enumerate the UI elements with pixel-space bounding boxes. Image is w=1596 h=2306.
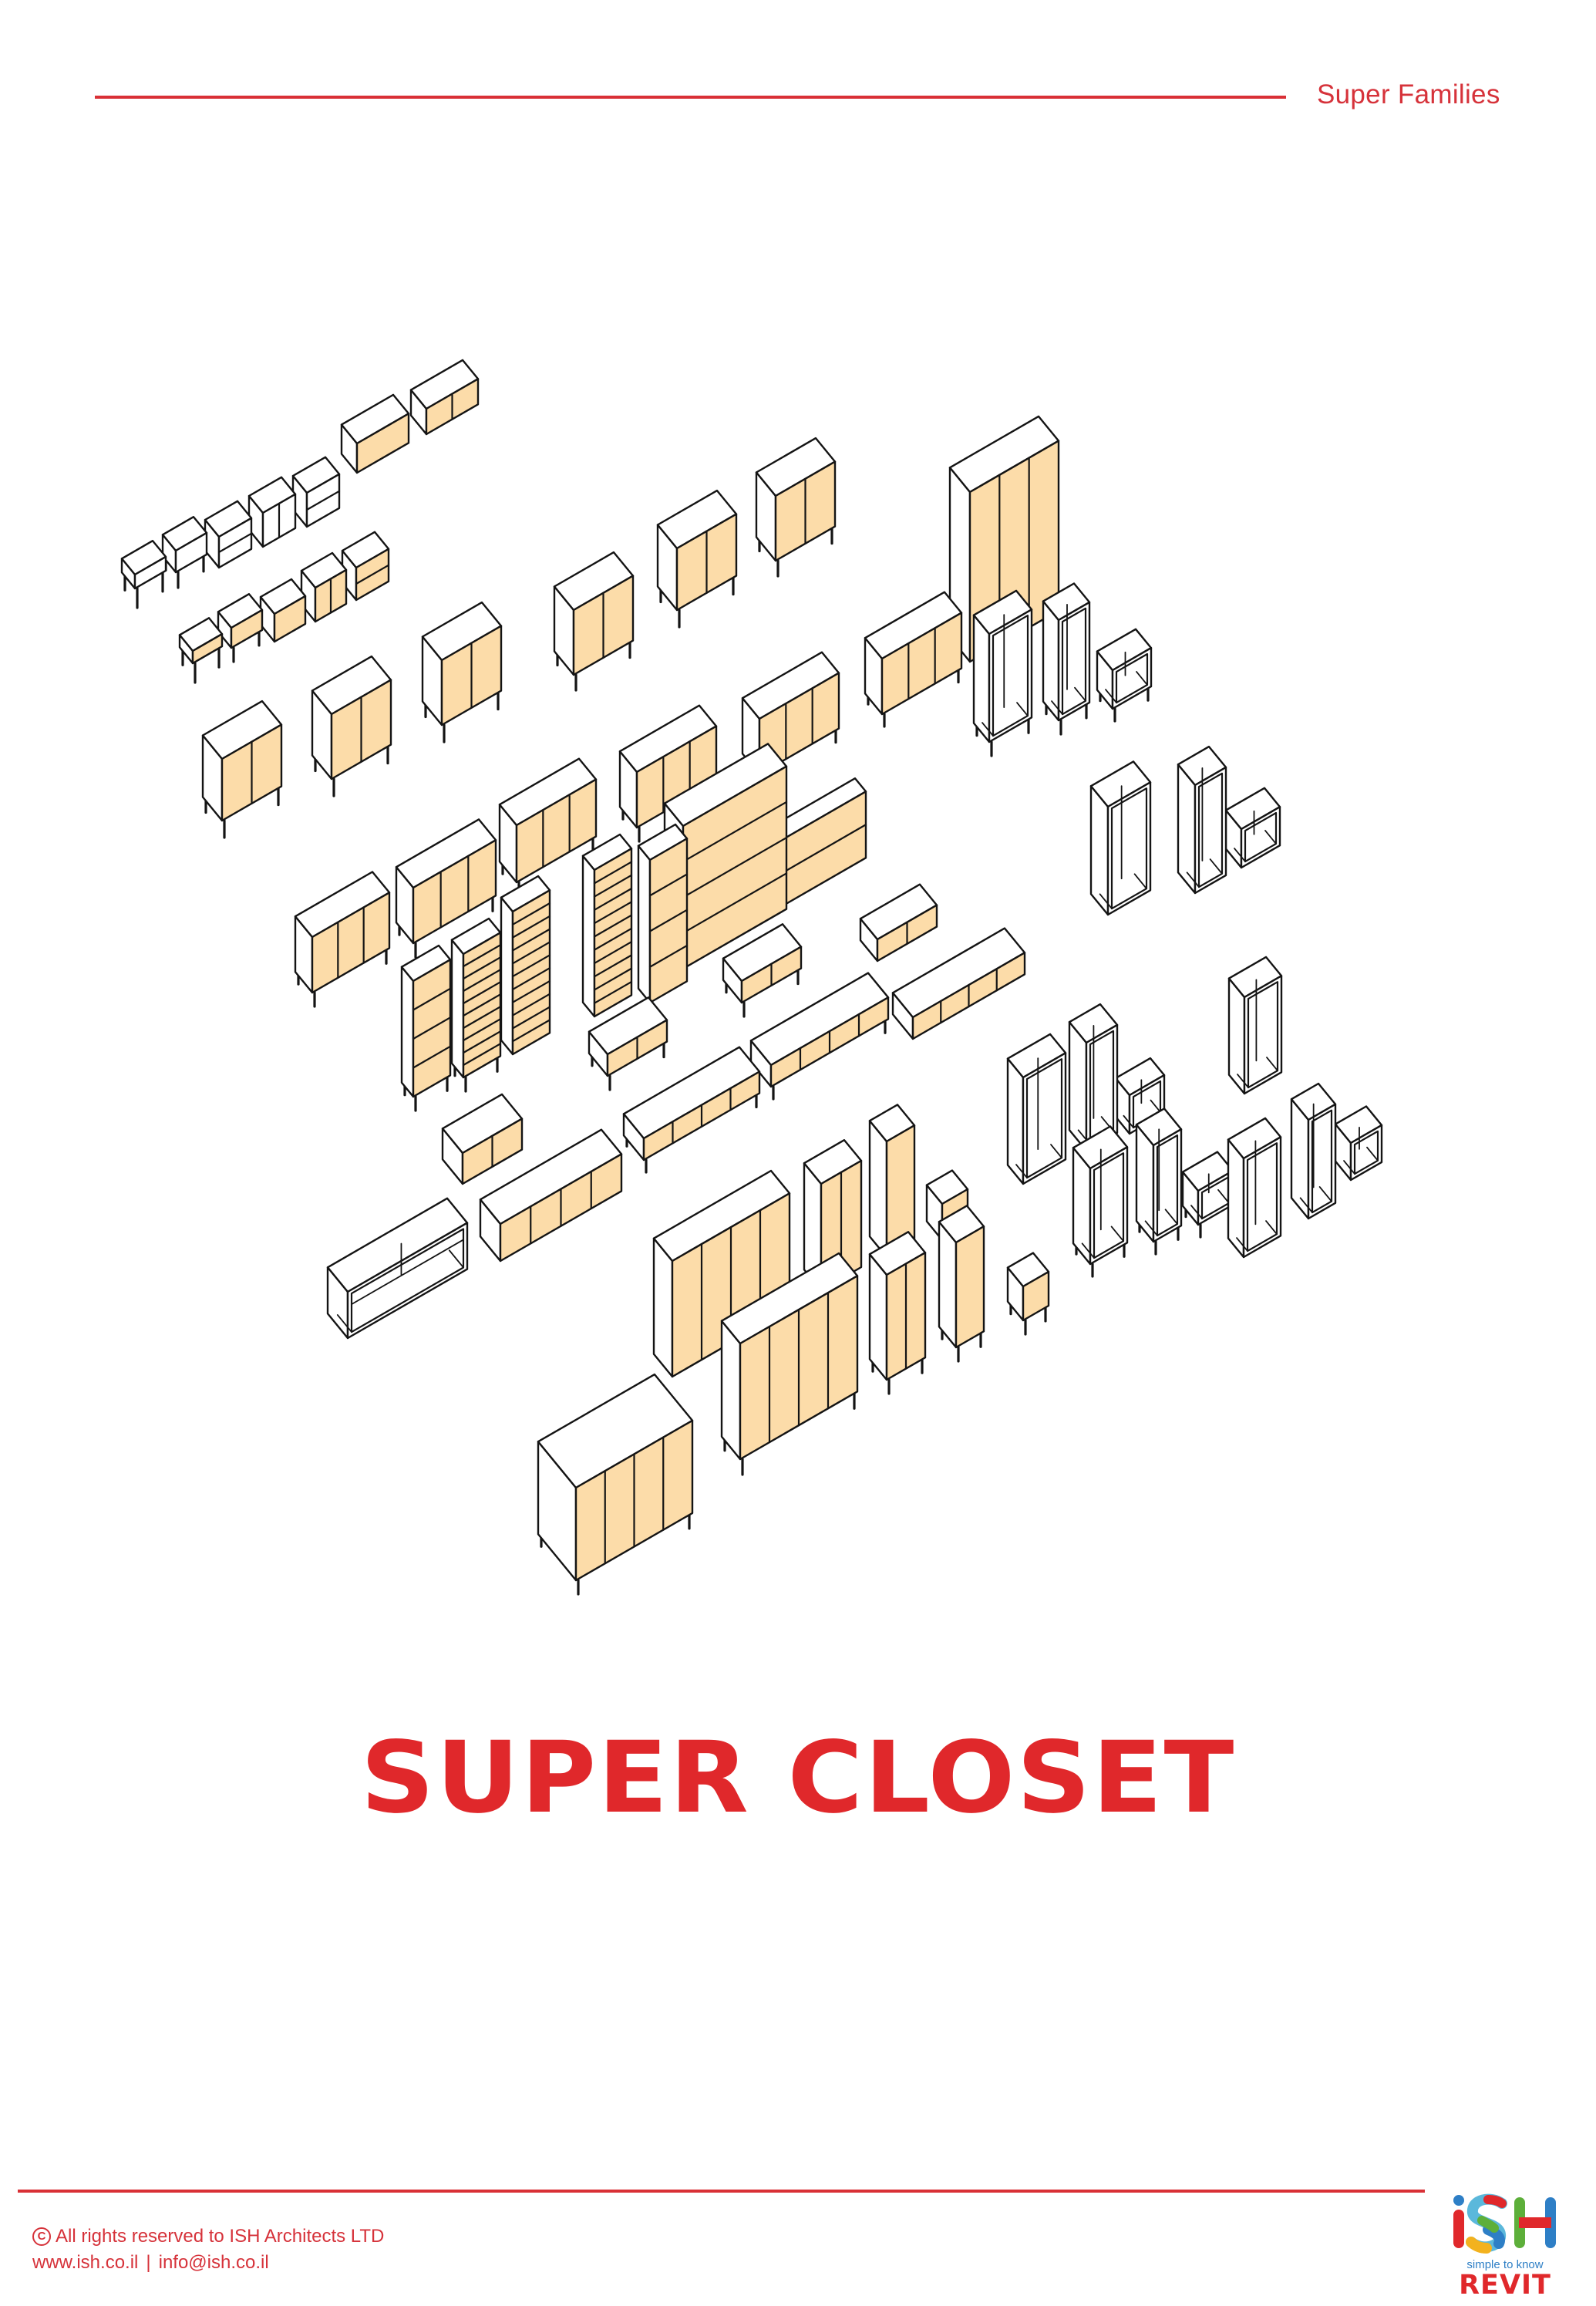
furniture-item xyxy=(161,516,208,589)
furniture-item xyxy=(722,923,803,1018)
header-divider xyxy=(95,96,1286,99)
furniture-item xyxy=(581,833,633,1018)
furniture-item xyxy=(326,1197,469,1340)
furniture-item xyxy=(537,1373,694,1596)
furniture-item xyxy=(1068,1003,1119,1152)
furniture-item xyxy=(421,601,503,743)
furniture-item xyxy=(178,617,224,684)
furniture-item xyxy=(291,456,341,528)
furniture-item xyxy=(311,655,392,797)
furniture-item xyxy=(1072,1125,1129,1278)
furniture-item xyxy=(400,944,452,1112)
furniture-item xyxy=(498,757,598,898)
furniture-item xyxy=(341,531,390,602)
furniture-item xyxy=(622,1046,761,1174)
furniture-item xyxy=(450,917,502,1093)
furniture-item xyxy=(749,972,890,1101)
furniture-item xyxy=(340,393,410,474)
furniture-item xyxy=(637,823,689,1004)
logo-tagline: simple to know xyxy=(1466,2258,1544,2271)
furniture-item xyxy=(120,540,167,609)
footer-divider xyxy=(18,2190,1425,2193)
copyright-icon: C xyxy=(32,2227,51,2246)
footer-contact: www.ish.co.il | info@ish.co.il xyxy=(32,2252,269,2274)
furniture-item xyxy=(1006,1033,1067,1185)
furniture-item xyxy=(500,875,551,1056)
furniture-item xyxy=(864,591,963,728)
furniture-item xyxy=(1177,745,1227,895)
furniture-item xyxy=(1181,1151,1234,1239)
furniture-item xyxy=(409,359,480,436)
furniture-item xyxy=(217,593,264,663)
website-link[interactable]: www.ish.co.il xyxy=(32,2252,139,2273)
furniture-item xyxy=(1089,760,1152,916)
furniture-item xyxy=(868,1231,927,1395)
furniture-item xyxy=(1290,1082,1337,1220)
furniture-item xyxy=(441,1093,524,1185)
furniture-item xyxy=(1006,1252,1050,1336)
furniture-item xyxy=(891,927,1026,1040)
email-link[interactable]: info@ish.co.il xyxy=(158,2252,269,2273)
furniture-item xyxy=(300,551,348,623)
furniture-item xyxy=(1135,1107,1183,1256)
furniture-item xyxy=(1224,787,1281,869)
furniture-item xyxy=(1227,1117,1282,1259)
furniture-item xyxy=(1096,628,1153,723)
furniture-item xyxy=(859,883,938,963)
footer-copyright: C All rights reserved to ISH Architects … xyxy=(32,2226,384,2247)
furniture-item xyxy=(395,818,497,959)
ish-logo xyxy=(1453,2193,1556,2254)
page-title: SUPER CLOSET xyxy=(360,1721,1236,1836)
furniture-item xyxy=(656,489,738,629)
furniture-item xyxy=(720,1252,859,1476)
furniture-item xyxy=(201,700,283,839)
furniture-item xyxy=(868,1104,916,1259)
furniture-item xyxy=(204,500,253,569)
furniture-item xyxy=(618,704,718,843)
furniture-item xyxy=(972,589,1033,757)
copyright-text: All rights reserved to ISH Architects LT… xyxy=(56,2226,385,2247)
header-section-label: Super Families xyxy=(1317,79,1500,110)
furniture-item xyxy=(479,1128,623,1263)
furniture-item xyxy=(1227,956,1283,1095)
furniture-item xyxy=(1042,582,1091,736)
furniture-item xyxy=(755,437,837,578)
contact-separator: | xyxy=(146,2252,151,2273)
furniture-item xyxy=(553,551,635,692)
furniture-item xyxy=(1334,1105,1383,1182)
furniture-item xyxy=(259,578,307,643)
logo-product-name: REVIT xyxy=(1459,2270,1551,2301)
furniture-item xyxy=(247,476,297,548)
furniture-item xyxy=(588,996,668,1091)
furniture-item xyxy=(294,871,391,1008)
ish-letters-icon xyxy=(1453,2193,1556,2254)
furniture-item xyxy=(938,1205,985,1363)
